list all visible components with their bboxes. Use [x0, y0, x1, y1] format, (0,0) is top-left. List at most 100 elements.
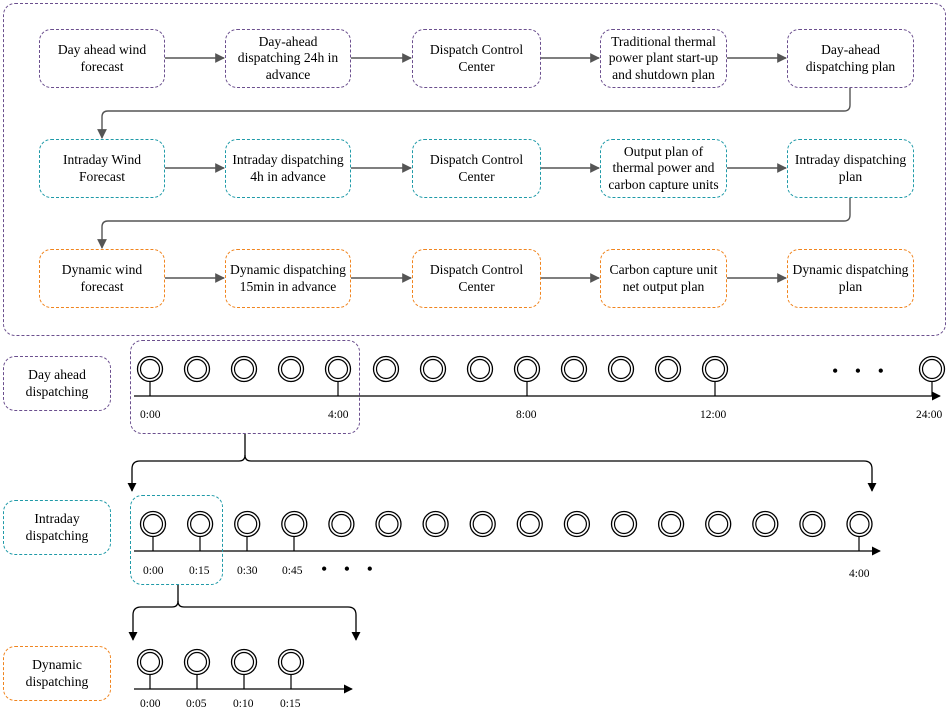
dispatch-control-center-box-1: Dispatch Control Center — [412, 29, 541, 88]
day-ahead-window-highlight — [130, 340, 360, 434]
intraday-dispatching-label: Intraday dispatching — [3, 500, 111, 555]
dynamic-dispatching-label: Dynamic dispatching — [3, 646, 111, 701]
timeslot-marker-inner — [233, 651, 255, 673]
timeslot-marker-inner — [378, 513, 399, 535]
tick-label: 0:15 — [280, 698, 301, 710]
timeslot-marker-inner — [469, 358, 491, 380]
tick-label: 4:00 — [328, 409, 349, 421]
timeslot-marker-inner — [657, 358, 679, 380]
timeline-layer — [127, 355, 946, 694]
box-label: Day-ahead dispatching plan — [805, 42, 896, 74]
timeslot-marker — [466, 355, 494, 383]
timeslot-marker — [701, 355, 729, 383]
timeslot-marker-inner — [802, 513, 823, 535]
row-connector-arrow — [97, 88, 851, 139]
timeslot-marker — [139, 510, 167, 538]
process-flow-frame — [3, 3, 946, 336]
timeslot-marker-inner — [613, 513, 635, 535]
timeslot-marker — [183, 355, 211, 383]
dynamic-dispatching-15min-box: Dynamic dispatching 15min in advance — [225, 249, 351, 308]
timeslot-marker — [230, 648, 258, 676]
timeslot-marker-inner — [519, 513, 540, 535]
timeslot-marker-inner — [190, 513, 211, 535]
timeslot-marker-inner — [186, 651, 208, 673]
box-label: Intraday Wind Forecast — [62, 152, 142, 184]
timeslot-marker-inner — [610, 358, 632, 380]
timeslot-marker — [560, 355, 588, 383]
box-label: Dynamic dispatching plan — [792, 262, 909, 294]
timeslot-marker-inner — [921, 358, 943, 380]
tick-label: 0:00 — [140, 409, 161, 421]
timeslot-marker — [136, 355, 164, 383]
carbon-capture-net-output-plan-box: Carbon capture unit net output plan — [600, 249, 727, 308]
flow-arrows — [97, 53, 851, 283]
timeslot-marker-inner — [284, 513, 305, 535]
timeslot-marker-inner — [704, 358, 726, 380]
timeslot-marker-inner — [142, 513, 164, 535]
timeslot-marker-inner — [472, 513, 493, 535]
box-label: Dispatch Control Center — [429, 42, 524, 74]
timeslot-marker — [610, 510, 638, 538]
intraday-dispatching-4h-box: Intraday dispatching 4h in advance — [225, 139, 351, 198]
tick-label: 24:00 — [916, 409, 943, 421]
timeslot-marker — [752, 510, 779, 538]
timeslot-marker — [654, 355, 682, 383]
timeslot-marker — [705, 510, 732, 538]
day-ahead-expansion-bracket-left — [127, 434, 246, 492]
timeslot-marker — [607, 355, 635, 383]
box-label: Carbon capture unit net output plan — [609, 262, 718, 294]
tick-label: 12:00 — [700, 409, 727, 421]
box-label: Intraday dispatching plan — [794, 152, 907, 184]
timeslot-marker-inner — [660, 513, 682, 535]
timeslot-marker-inner — [237, 513, 258, 535]
timeslot-marker — [183, 648, 211, 676]
box-label: Intraday dispatching 4h in advance — [232, 152, 344, 184]
dispatch-control-center-box-2: Dispatch Control Center — [412, 139, 541, 198]
timeslot-marker-inner — [755, 513, 776, 535]
timeslot-marker-inner — [563, 358, 585, 380]
timeslot-marker — [799, 510, 826, 538]
timeslot-marker — [234, 510, 261, 538]
intraday-expansion-bracket-left — [128, 585, 179, 641]
box-label: Dynamic dispatching 15min in advance — [230, 262, 346, 294]
timeline-label: Day ahead dispatching — [25, 367, 89, 399]
timeslot-marker — [422, 510, 449, 538]
timeslot-marker — [419, 355, 447, 383]
timeslot-marker-inner — [233, 358, 255, 380]
dynamic-dispatching-plan-box: Dynamic dispatching plan — [787, 249, 914, 308]
box-label: Output plan of thermal power and carbon … — [608, 143, 719, 192]
timeslot-marker-inner — [849, 513, 870, 535]
timeslot-marker — [513, 355, 541, 383]
timeslot-marker-inner — [186, 358, 208, 380]
box-label: Day-ahead dispatching 24h in advance — [237, 33, 339, 82]
timeslot-marker — [324, 355, 352, 383]
timeslot-marker-inner — [327, 358, 349, 380]
box-label: Dispatch Control Center — [429, 262, 524, 294]
timeslot-marker-inner — [422, 358, 444, 380]
thermal-startup-shutdown-plan-box: Traditional thermal power plant start-up… — [600, 29, 727, 88]
day-ahead-dispatching-label: Day ahead dispatching — [3, 356, 111, 411]
row-connector-arrow — [97, 198, 851, 249]
timeslot-marker — [136, 648, 164, 676]
timeslot-marker — [277, 648, 305, 676]
day-ahead-dispatching-plan-box: Day-ahead dispatching plan — [787, 29, 914, 88]
tick-label: 0:30 — [237, 565, 258, 577]
timeslot-marker — [563, 510, 591, 538]
tick-label: 0:05 — [186, 698, 207, 710]
timeslot-marker — [375, 510, 402, 538]
timeslot-marker-inner — [331, 513, 352, 535]
box-label: Dynamic wind forecast — [61, 262, 143, 294]
timeslot-marker — [281, 510, 308, 538]
intraday-wind-forecast-box: Intraday Wind Forecast — [39, 139, 165, 198]
timeslot-marker — [186, 510, 214, 538]
timeslot-marker-inner — [280, 358, 302, 380]
timeslot-marker — [657, 510, 685, 538]
intraday-dispatching-plan-box: Intraday dispatching plan — [787, 139, 914, 198]
timeslot-marker — [918, 355, 946, 383]
timeslot-marker-inner — [516, 358, 538, 380]
intraday-window-highlight — [130, 495, 223, 585]
timeslot-marker — [469, 510, 496, 538]
tick-label: 0:00 — [140, 698, 161, 710]
timeslot-marker-inner — [139, 651, 161, 673]
